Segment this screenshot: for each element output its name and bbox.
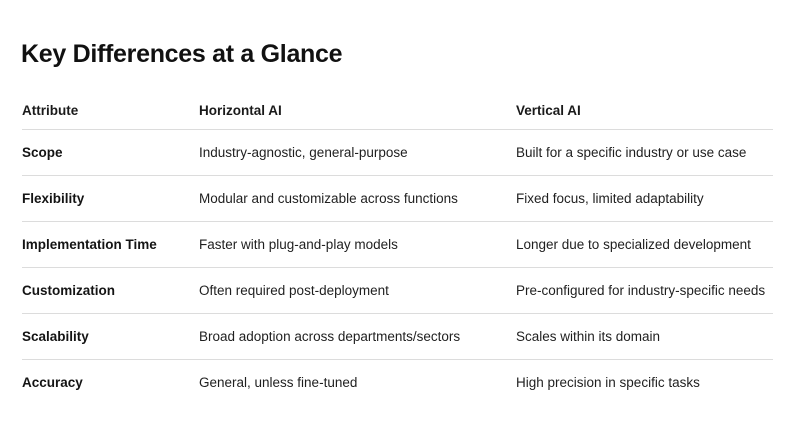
cell-horizontal-ai: Modular and customizable across function… (199, 175, 516, 222)
cell-horizontal-ai: Broad adoption across departments/sector… (199, 313, 516, 360)
cell-horizontal-ai: Faster with plug-and-play models (199, 221, 516, 268)
column-header-horizontal-ai: Horizontal AI (199, 92, 516, 130)
cell-horizontal-ai: Often required post-deployment (199, 267, 516, 314)
table-row: Scope Industry-agnostic, general-purpose… (22, 129, 773, 176)
cell-attribute: Scalability (22, 313, 199, 360)
cell-attribute: Accuracy (22, 375, 83, 390)
cell-attribute: Scope (22, 129, 199, 176)
column-header-vertical-ai: Vertical AI (516, 92, 773, 130)
cell-attribute: Flexibility (22, 175, 199, 222)
table-row: Implementation Time Faster with plug-and… (22, 221, 773, 268)
cell-horizontal-ai: Industry-agnostic, general-purpose (199, 129, 516, 176)
cell-attribute: Customization (22, 267, 199, 314)
cell-vertical-ai: Scales within its domain (516, 313, 773, 360)
table-row: Customization Often required post-deploy… (22, 267, 773, 314)
cell-vertical-ai: High precision in specific tasks (516, 375, 700, 390)
cell-horizontal-ai: General, unless fine-tuned (199, 375, 358, 390)
table-row: Scalability Broad adoption across depart… (22, 313, 773, 360)
page-title: Key Differences at a Glance (21, 39, 343, 68)
column-header-attribute: Attribute (22, 92, 199, 130)
cell-vertical-ai: Fixed focus, limited adaptability (516, 175, 773, 222)
table-body: Scope Industry-agnostic, general-purpose… (22, 129, 773, 406)
comparison-table: Attribute Horizontal AI Vertical AI Scop… (22, 92, 773, 405)
cell-attribute: Implementation Time (22, 221, 199, 268)
cell-vertical-ai: Pre-configured for industry-specific nee… (516, 267, 773, 314)
table-row: Flexibility Modular and customizable acr… (22, 175, 773, 222)
cell-vertical-ai: Built for a specific industry or use cas… (516, 129, 773, 176)
cell-vertical-ai: Longer due to specialized development (516, 221, 773, 268)
table-header-row: Attribute Horizontal AI Vertical AI (22, 92, 773, 130)
table-row: Accuracy General, unless fine-tuned High… (22, 360, 773, 406)
table-header: Attribute Horizontal AI Vertical AI (22, 92, 773, 130)
